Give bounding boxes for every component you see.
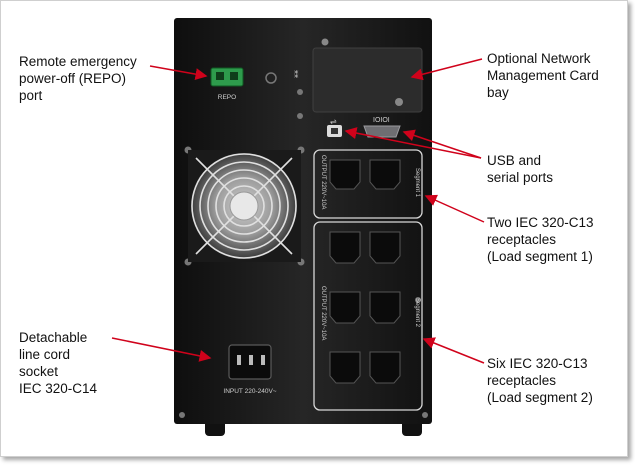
receptacle bbox=[369, 351, 401, 384]
callout-line-cord: Detachable line cord socket IEC 320-C14 bbox=[19, 330, 98, 396]
arrow-segment-2 bbox=[422, 337, 485, 364]
arrow-serial bbox=[402, 129, 482, 159]
input-socket: INPUT 220-240V~ bbox=[223, 344, 277, 395]
segment-2-label: Segment 2 bbox=[414, 298, 420, 328]
bay-screw-top bbox=[321, 38, 329, 46]
receptacle bbox=[329, 291, 361, 324]
repo-port-label: REPO bbox=[218, 94, 236, 101]
ups-chassis bbox=[174, 18, 432, 424]
usb-symbol-icon: ⇌ bbox=[330, 117, 337, 126]
warning-symbol-icon: ⁑ bbox=[294, 69, 299, 80]
serial-port bbox=[363, 125, 401, 138]
usb-port-inner bbox=[331, 128, 338, 134]
receptacle bbox=[369, 231, 401, 264]
arrow-line-cord bbox=[111, 337, 212, 362]
segment-1-label: Segment 1 bbox=[414, 168, 420, 198]
receptacle bbox=[369, 159, 401, 190]
arrow-repo bbox=[149, 65, 208, 81]
serial-symbol-icon: IOIOI bbox=[373, 117, 390, 124]
arrow-network-card bbox=[410, 58, 483, 81]
input-label: INPUT 220-240V~ bbox=[223, 388, 276, 395]
receptacle bbox=[369, 291, 401, 324]
receptacle bbox=[329, 159, 361, 190]
arrow-usb bbox=[344, 127, 482, 159]
repo-port: REPO bbox=[210, 67, 244, 101]
callout-network-card: Optional Network Management Card bay bbox=[487, 51, 599, 100]
fan-hub bbox=[229, 191, 259, 221]
output-label-1: OUTPUT 220V~10A bbox=[320, 155, 326, 209]
callout-segment-2: Six IEC 320-C13 receptacles (Load segmen… bbox=[487, 356, 593, 405]
load-segment-1: OUTPUT 220V~10A Segment 1 bbox=[313, 149, 423, 219]
cooling-fan bbox=[188, 150, 301, 262]
bay-screw-bottom bbox=[395, 98, 403, 106]
callout-repo: Remote emergency power-off (REPO) port bbox=[19, 54, 137, 103]
receptacle bbox=[329, 231, 361, 264]
callout-usb-serial: USB and serial ports bbox=[487, 153, 554, 185]
callout-segment-1: Two IEC 320-C13 receptacles (Load segmen… bbox=[487, 215, 594, 264]
load-segment-2: OUTPUT 220V~10A Segment 2 bbox=[313, 221, 423, 411]
ground-screw bbox=[265, 72, 277, 84]
receptacle bbox=[329, 351, 361, 384]
output-label-2: OUTPUT 220V~10A bbox=[320, 286, 326, 340]
arrow-segment-1 bbox=[424, 194, 485, 223]
